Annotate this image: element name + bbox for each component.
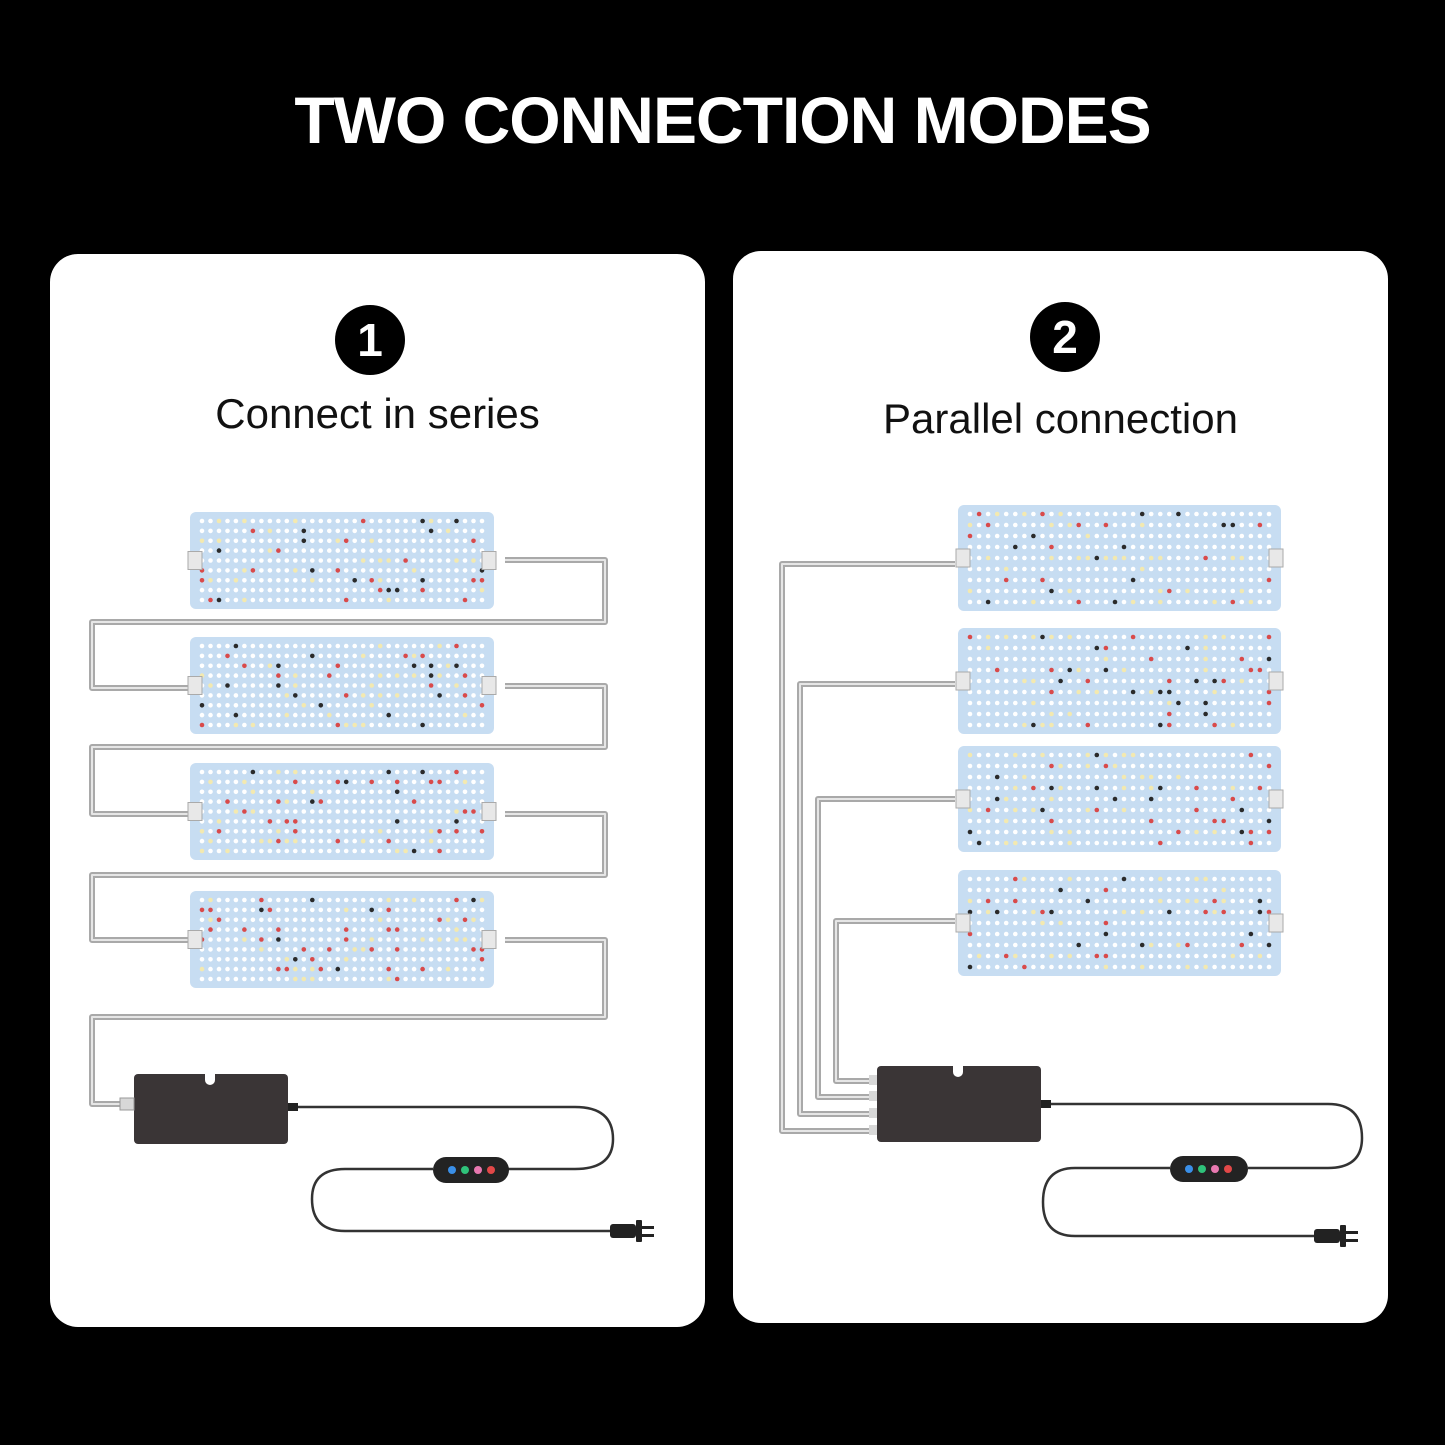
- led-panel-icon: [955, 870, 1284, 976]
- power-plug-icon: [610, 1220, 654, 1242]
- mode-1-badge: 1: [335, 305, 405, 375]
- led-panel-icon: [187, 763, 497, 860]
- dimmer-switch-icon: [433, 1157, 509, 1183]
- parallel-cable-4: [833, 918, 955, 1084]
- led-panel-icon: [187, 891, 497, 988]
- parallel-cables: [779, 561, 1364, 1238]
- series-mode-card: 1 Connect in series: [50, 254, 705, 1327]
- driver-box-icon: [119, 1074, 298, 1144]
- parallel-mode-card: 2 Parallel connection: [733, 251, 1388, 1323]
- power-plug-icon: [1314, 1225, 1358, 1247]
- mode-2-label: Parallel connection: [883, 395, 1238, 442]
- led-panel-icon: [187, 637, 497, 734]
- parallel-diagram: [779, 505, 1364, 1247]
- parallel-cable-1: [779, 561, 955, 1134]
- series-panels: [187, 512, 497, 988]
- led-panel-icon: [955, 505, 1284, 611]
- parallel-cable-2: [797, 681, 955, 1117]
- mode-1-label: Connect in series: [215, 390, 540, 437]
- parallel-power-cord: [1041, 1102, 1364, 1238]
- series-cables: [89, 557, 615, 1233]
- led-panel-icon: [955, 746, 1284, 852]
- series-power-cord: [290, 1105, 615, 1233]
- driver-box-icon: [869, 1066, 1051, 1142]
- led-panel-icon: [955, 628, 1284, 734]
- parallel-panels: [955, 505, 1284, 976]
- mode-2-badge: 2: [1030, 302, 1100, 372]
- page-title: TWO CONNECTION MODES: [294, 83, 1151, 157]
- series-diagram: [89, 512, 654, 1242]
- dimmer-switch-icon: [1170, 1156, 1248, 1182]
- led-panel-icon: [187, 512, 497, 609]
